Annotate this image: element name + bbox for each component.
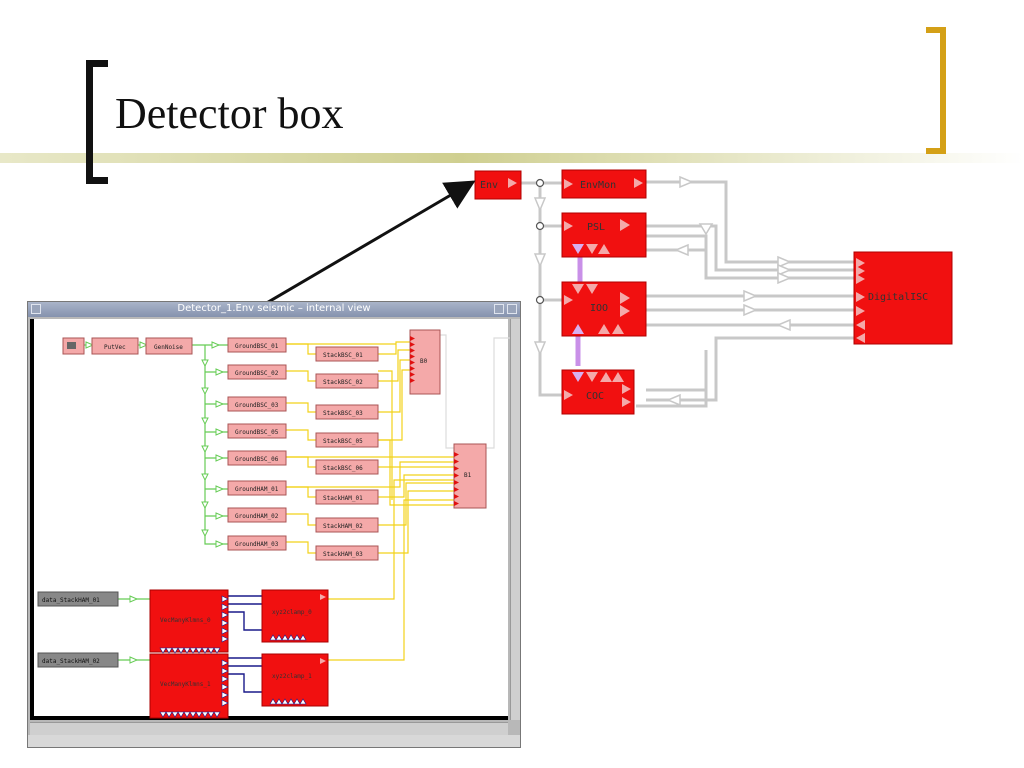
ioo-block[interactable]: IOO <box>561 281 647 337</box>
title-underline-bar <box>0 153 1024 163</box>
violet-links <box>575 252 583 366</box>
psl-label: PSL <box>587 222 605 233</box>
window-menu-button[interactable] <box>31 304 41 314</box>
junction-dots <box>535 178 545 305</box>
ioo-label: IOO <box>590 303 608 314</box>
window-titlebar[interactable]: Detector_1.Env seismic – internal view <box>28 302 520 317</box>
gray-arrowheads <box>533 175 792 407</box>
window-title: Detector_1.Env seismic – internal view <box>177 303 371 314</box>
internal-view-window[interactable]: Detector_1.Env seismic – internal view <box>27 301 521 748</box>
window-maximize-button[interactable] <box>507 304 517 314</box>
window-status-strip <box>28 735 520 747</box>
digitalisc-block[interactable]: DigitalISC <box>853 251 953 345</box>
env-label: Env <box>480 180 498 191</box>
env-block[interactable]: Env <box>474 170 522 200</box>
vertical-scrollbar[interactable] <box>510 319 520 720</box>
envmon-label: EnvMon <box>580 180 616 191</box>
right-bracket-decoration <box>926 27 946 154</box>
window-canvas <box>30 319 508 720</box>
left-bracket-decoration <box>86 60 108 184</box>
psl-block[interactable]: PSL <box>561 212 647 258</box>
envmon-block[interactable]: EnvMon <box>561 169 647 199</box>
coc-block[interactable]: COC <box>561 369 635 415</box>
slide-title: Detector box <box>115 89 344 138</box>
window-minimize-button[interactable] <box>494 304 504 314</box>
digitalisc-label: DigitalISC <box>868 292 928 303</box>
horizontal-scrollbar[interactable] <box>30 722 508 735</box>
coc-label: COC <box>586 391 604 402</box>
